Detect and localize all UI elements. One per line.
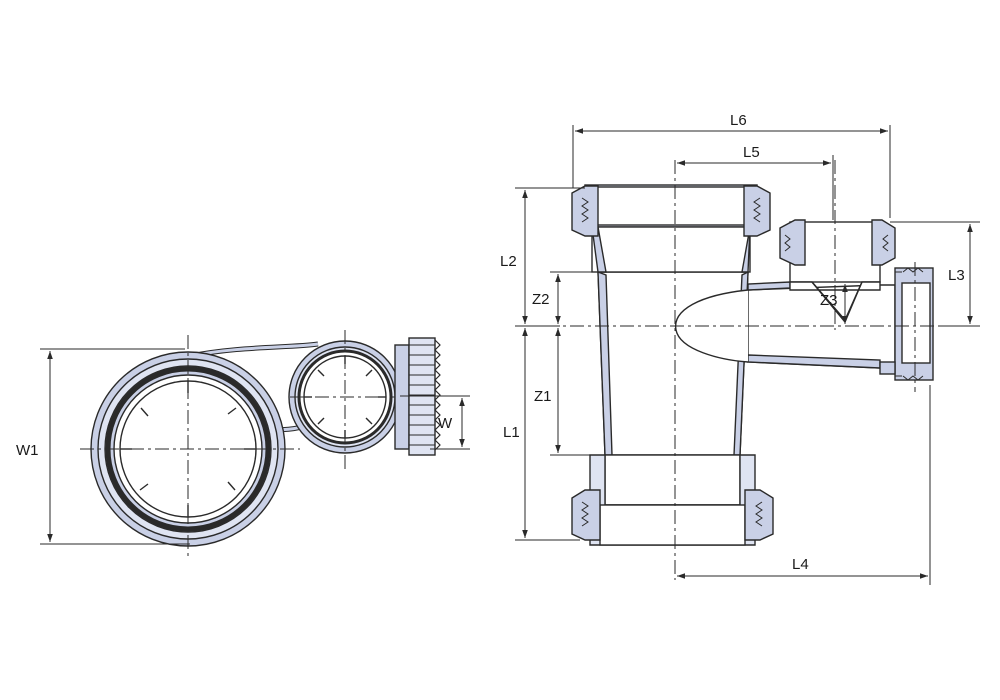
label-Z2: Z2 xyxy=(532,291,550,308)
end-view xyxy=(80,330,441,560)
label-L2: L2 xyxy=(500,253,517,270)
label-Z3: Z3 xyxy=(820,292,838,309)
label-L5: L5 xyxy=(743,144,760,161)
side-view xyxy=(571,184,934,546)
side-view-dimensions xyxy=(515,125,980,585)
label-L4: L4 xyxy=(792,556,809,573)
label-W: W xyxy=(438,415,453,432)
label-Z1: Z1 xyxy=(534,388,552,405)
label-L3: L3 xyxy=(948,267,965,284)
end-view-dimensions xyxy=(40,348,470,545)
label-L6: L6 xyxy=(730,112,747,129)
label-W1: W1 xyxy=(16,442,39,459)
side-view-centerlines xyxy=(520,160,940,580)
label-L1: L1 xyxy=(503,424,520,441)
